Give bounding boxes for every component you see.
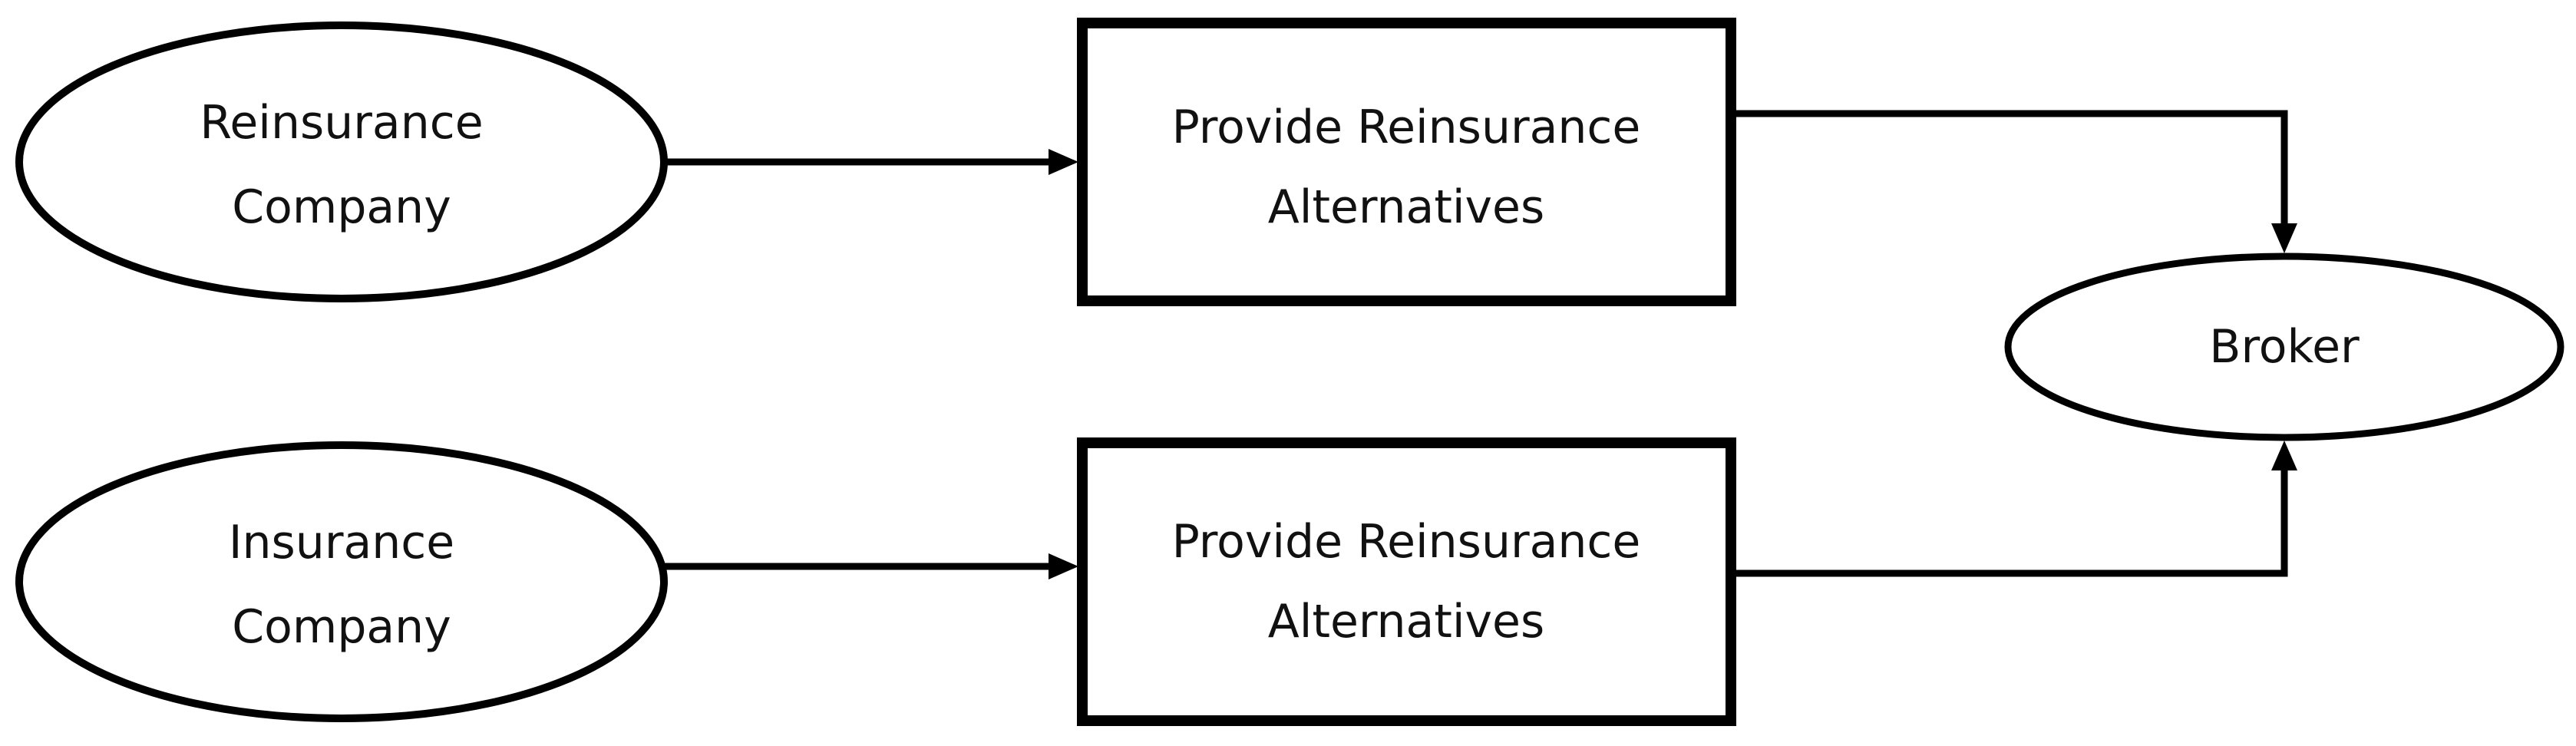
arrowhead-up-icon bbox=[2271, 441, 2297, 470]
node-reinsurance-company-line-2: Company bbox=[232, 180, 451, 234]
node-process-bottom-line-1: Provide Reinsurance bbox=[1172, 515, 1641, 569]
process-box bbox=[1077, 18, 1736, 306]
node-process-top-line-1: Provide Reinsurance bbox=[1172, 101, 1641, 154]
process-box bbox=[1077, 437, 1736, 726]
arrowhead-right-icon bbox=[1049, 553, 1078, 579]
node-process-bottom-line-2: Alternatives bbox=[1268, 595, 1544, 649]
edge-process-bottom-to-broker bbox=[1732, 468, 2288, 577]
node-reinsurance-company: Reinsurance Company bbox=[15, 21, 668, 302]
node-process-top: Provide Reinsurance Alternatives bbox=[1077, 18, 1736, 306]
ellipse-shape bbox=[15, 441, 668, 722]
node-insurance-company-line-1: Insurance bbox=[229, 516, 454, 569]
arrowhead-right-icon bbox=[1049, 149, 1078, 175]
node-reinsurance-company-line-1: Reinsurance bbox=[200, 96, 483, 150]
node-process-bottom: Provide Reinsurance Alternatives bbox=[1077, 437, 1736, 726]
ellipse-shape bbox=[15, 21, 668, 302]
edge-process-top-to-broker bbox=[1732, 110, 2288, 226]
connectors bbox=[665, 110, 2297, 579]
ellipse-shape bbox=[2004, 253, 2564, 441]
node-process-top-line-2: Alternatives bbox=[1268, 180, 1544, 234]
arrowhead-down-icon bbox=[2271, 223, 2297, 253]
node-insurance-company: Insurance Company bbox=[15, 441, 668, 722]
node-broker: Broker bbox=[2004, 253, 2564, 441]
node-broker-label: Broker bbox=[2209, 320, 2360, 374]
node-insurance-company-line-2: Company bbox=[232, 600, 451, 654]
